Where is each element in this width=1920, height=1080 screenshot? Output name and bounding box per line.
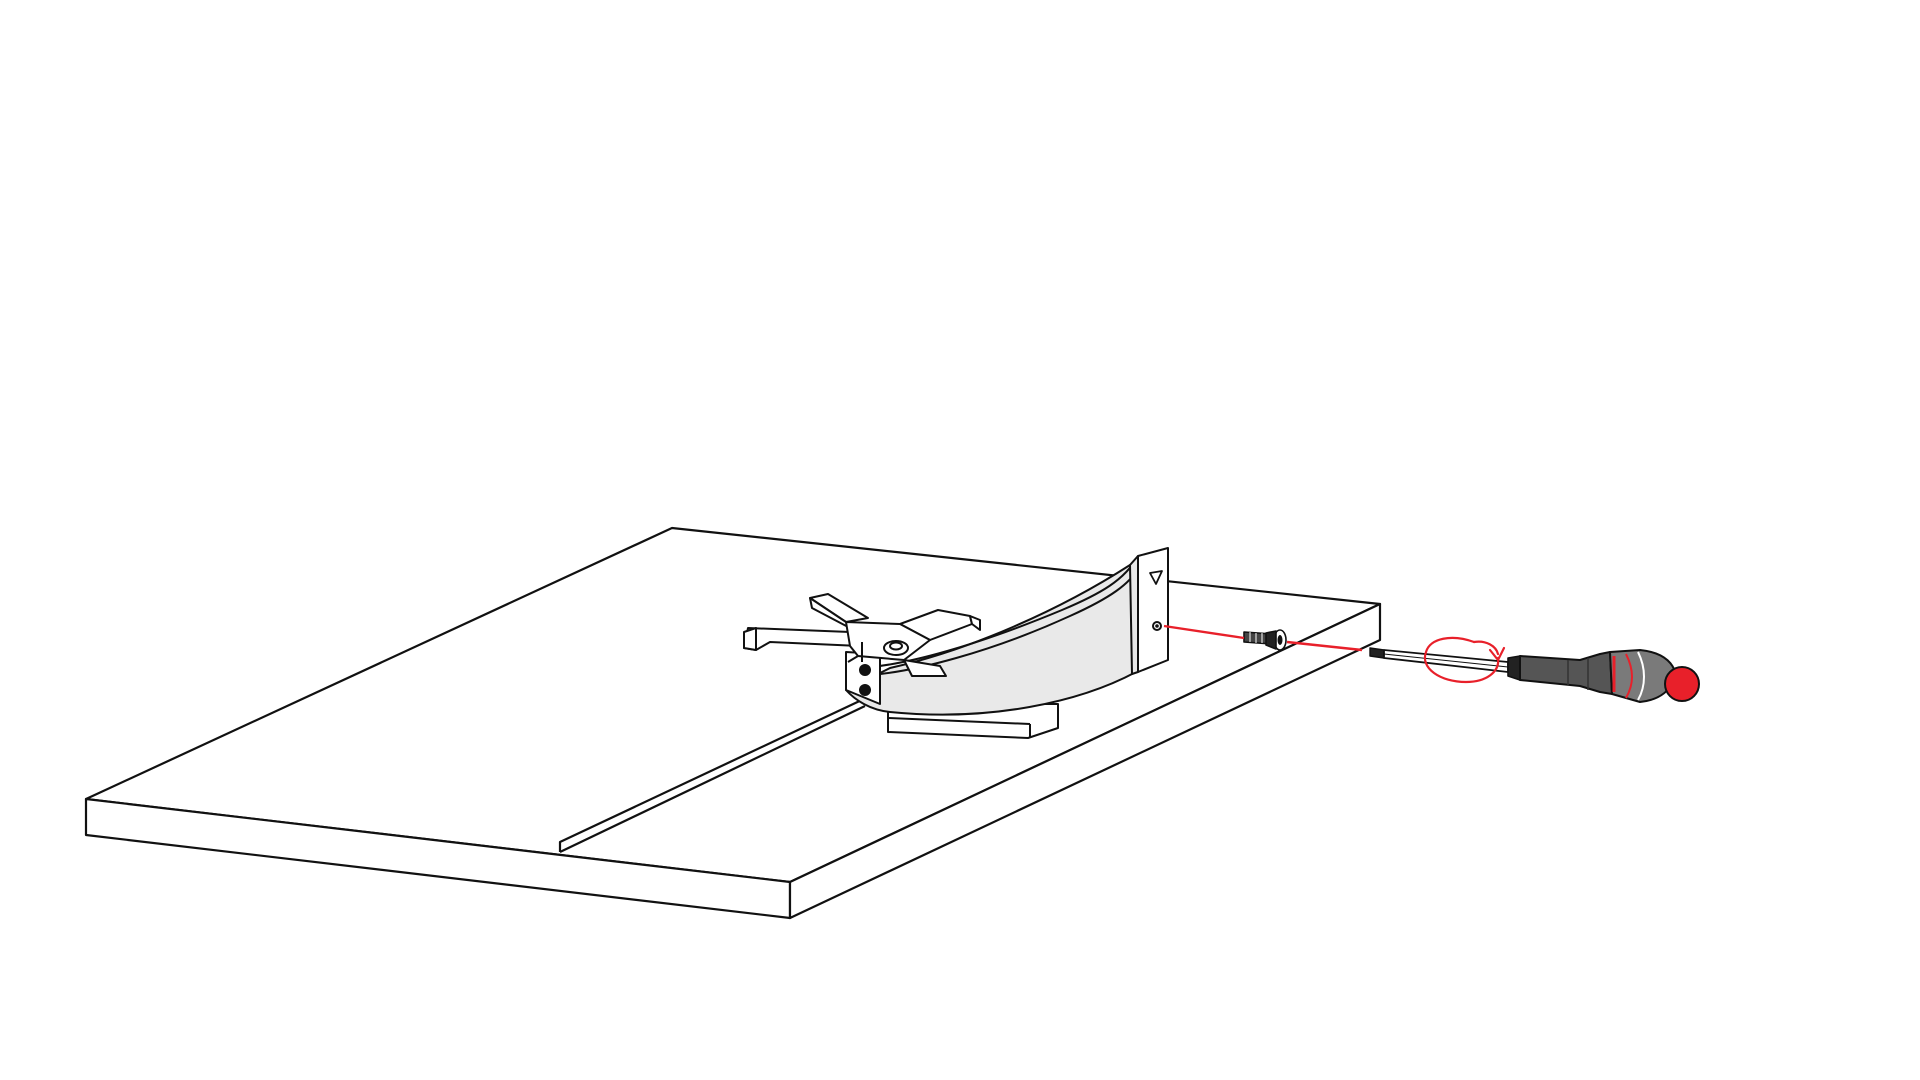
- red-guide-line: [1163, 624, 1363, 652]
- panel-groove: [559, 705, 866, 853]
- screwdriver-tip-cap: [1664, 666, 1700, 702]
- board-panel: [84, 526, 1382, 920]
- guide-hole-to-screw: [1163, 624, 1245, 640]
- screwdriver-handle: [1519, 651, 1613, 695]
- bracket-arrow-mark: [1149, 570, 1163, 585]
- curved-mounting-bracket: [845, 547, 1169, 716]
- panel-groove-step: [558, 697, 867, 852]
- screw: [1243, 629, 1287, 651]
- screwdriver-bit: [1369, 647, 1385, 659]
- screwdriver: [1369, 647, 1700, 703]
- rotate-clockwise-arrow: [1423, 636, 1506, 684]
- bracket-top-lip: [845, 555, 1139, 670]
- bracket-end-plate: [1137, 547, 1169, 673]
- star-mount-plate: [743, 593, 981, 677]
- bracket-curve-face: [845, 564, 1137, 716]
- panel-side-face: [788, 602, 1382, 920]
- guide-screw-to-driver: [1286, 640, 1363, 652]
